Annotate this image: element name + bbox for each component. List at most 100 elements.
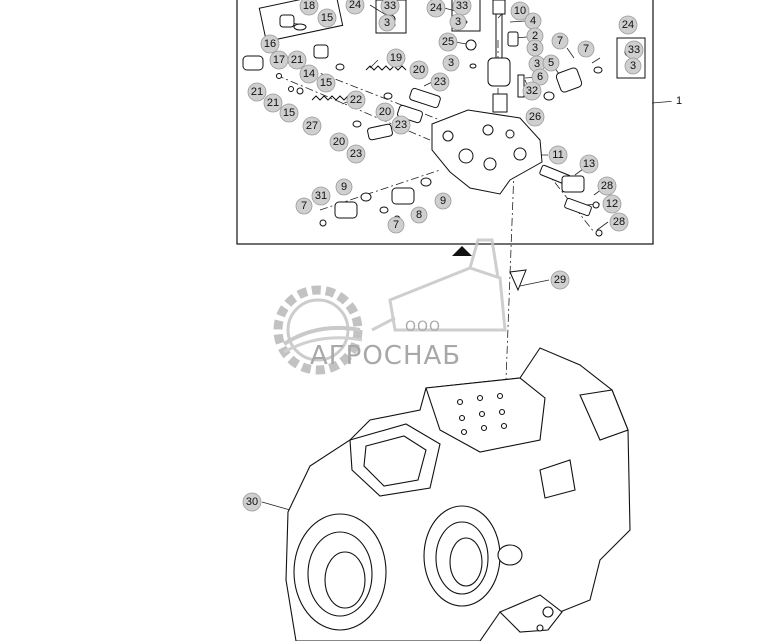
callout-31: 31: [311, 186, 331, 206]
callout-1: 1: [671, 93, 687, 109]
svg-text:10: 10: [514, 5, 526, 17]
callout-15: 15: [316, 73, 336, 93]
svg-text:5: 5: [548, 57, 554, 69]
callout-17: 17: [269, 50, 289, 70]
callout-12: 12: [602, 194, 622, 214]
callout-21: 21: [287, 50, 307, 70]
callout-33: 33: [380, 0, 400, 16]
callout-27: 27: [302, 116, 322, 136]
callout-32: 32: [522, 81, 542, 101]
callout-16: 16: [260, 34, 280, 54]
callouts: 18 15 24 33 3 24 33 3 10 4 2 3 25 3 3 6 …: [242, 0, 687, 512]
callout-24: 24: [618, 15, 638, 35]
svg-text:3: 3: [532, 42, 538, 54]
callout-13: 13: [579, 154, 599, 174]
callout-7: 7: [551, 32, 569, 50]
svg-text:9: 9: [341, 181, 347, 193]
callout-22: 22: [346, 90, 366, 110]
svg-text:18: 18: [303, 0, 315, 12]
svg-text:25: 25: [442, 36, 454, 48]
svg-text:15: 15: [320, 77, 332, 89]
svg-text:3: 3: [384, 17, 390, 29]
svg-text:3: 3: [534, 58, 540, 70]
svg-text:20: 20: [413, 64, 425, 76]
svg-text:12: 12: [606, 198, 618, 210]
callout-3: 3: [442, 54, 460, 72]
callout-7: 7: [577, 40, 595, 58]
kit-boxes: [258, 0, 646, 79]
callout-3: 3: [526, 39, 544, 57]
svg-text:23: 23: [395, 119, 407, 131]
callout-9: 9: [335, 178, 353, 196]
callout-23: 23: [346, 144, 366, 164]
callout-15: 15: [279, 103, 299, 123]
callout-30: 30: [242, 492, 262, 512]
callout-7: 7: [387, 216, 405, 234]
svg-text:1: 1: [676, 95, 682, 107]
svg-text:8: 8: [416, 209, 422, 221]
svg-text:3: 3: [630, 60, 636, 72]
callout-7: 7: [295, 197, 313, 215]
callout-24: 24: [426, 0, 446, 18]
svg-text:7: 7: [393, 219, 399, 231]
callout-11: 11: [548, 145, 568, 165]
svg-text:2: 2: [532, 30, 538, 42]
svg-text:20: 20: [379, 106, 391, 118]
svg-text:19: 19: [390, 52, 402, 64]
svg-text:23: 23: [350, 148, 362, 160]
callout-18: 18: [299, 0, 319, 16]
svg-text:9: 9: [440, 195, 446, 207]
callout-26: 26: [525, 107, 545, 127]
svg-text:3: 3: [448, 57, 454, 69]
watermark-company-name: АГРОСНАБ: [310, 341, 461, 371]
svg-text:14: 14: [303, 68, 315, 80]
svg-text:24: 24: [349, 0, 361, 11]
callout-23: 23: [391, 115, 411, 135]
callout-20: 20: [375, 102, 395, 122]
svg-text:13: 13: [583, 158, 595, 170]
direction-arrow-icon: [452, 246, 472, 256]
callout-28: 28: [609, 212, 629, 232]
callout-4: 4: [524, 12, 542, 30]
callout-9: 9: [434, 192, 452, 210]
svg-text:29: 29: [554, 274, 566, 286]
svg-text:33: 33: [628, 44, 640, 56]
svg-text:31: 31: [315, 190, 327, 202]
callout-25: 25: [438, 32, 458, 52]
svg-text:28: 28: [601, 180, 613, 192]
svg-text:24: 24: [622, 19, 634, 31]
svg-text:32: 32: [526, 85, 538, 97]
svg-text:7: 7: [583, 43, 589, 55]
svg-text:33: 33: [384, 0, 396, 12]
callout-33: 33: [452, 0, 472, 16]
svg-text:7: 7: [557, 35, 563, 47]
callout-23: 23: [430, 72, 450, 92]
callout-15: 15: [317, 8, 337, 28]
svg-text:20: 20: [333, 136, 345, 148]
callout-2: 2: [526, 27, 544, 45]
callout-24: 24: [345, 0, 365, 15]
callout-33: 33: [624, 40, 644, 60]
callout-14: 14: [299, 64, 319, 84]
callout-10: 10: [510, 1, 530, 21]
svg-text:15: 15: [321, 12, 333, 24]
callout-3: 3: [624, 57, 642, 75]
small-triangle-icon: [509, 269, 527, 292]
svg-text:3: 3: [455, 16, 461, 28]
svg-text:21: 21: [291, 54, 303, 66]
svg-text:23: 23: [434, 76, 446, 88]
svg-text:21: 21: [267, 97, 279, 109]
callout-28: 28: [597, 176, 617, 196]
callout-3: 3: [449, 13, 467, 31]
svg-text:24: 24: [430, 2, 442, 14]
callout-20: 20: [409, 60, 429, 80]
svg-text:30: 30: [246, 496, 258, 508]
transmission-housing: [285, 347, 631, 641]
callout-20: 20: [329, 132, 349, 152]
svg-text:11: 11: [552, 149, 563, 161]
svg-text:26: 26: [529, 111, 541, 123]
svg-text:33: 33: [456, 0, 468, 12]
watermark: ООО АГРОСНАБ: [273, 238, 507, 375]
svg-text:6: 6: [537, 71, 543, 83]
